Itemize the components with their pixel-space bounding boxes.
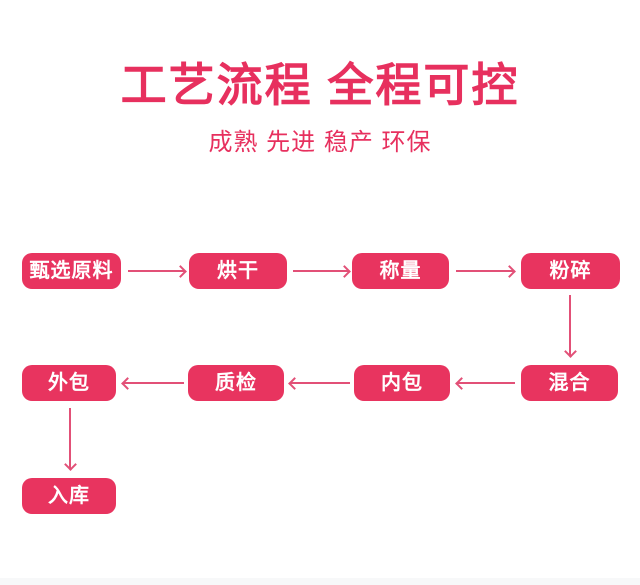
page-title: 工艺流程 全程可控 bbox=[120, 59, 520, 111]
arrow-right-icon bbox=[293, 270, 349, 272]
arrow-left-icon bbox=[457, 382, 515, 384]
arrow-left-icon bbox=[290, 382, 350, 384]
arrow-right-icon bbox=[456, 270, 514, 272]
arrow-down-icon bbox=[69, 408, 71, 469]
arrow-down-icon bbox=[569, 295, 571, 356]
arrow-left-icon bbox=[123, 382, 184, 384]
footer-divider bbox=[0, 578, 640, 585]
flow-node-weighing: 称量 bbox=[352, 253, 449, 289]
flow-node-crushing: 粉碎 bbox=[521, 253, 620, 289]
flow-node-inner-packing: 内包 bbox=[354, 365, 450, 401]
flow-node-mixing: 混合 bbox=[521, 365, 618, 401]
flow-node-warehousing: 入库 bbox=[22, 478, 116, 514]
arrow-right-icon bbox=[128, 270, 185, 272]
flow-node-outer-packing: 外包 bbox=[22, 365, 116, 401]
flow-node-raw-material-selection: 甄选原料 bbox=[22, 253, 121, 289]
flow-node-quality-inspection: 质检 bbox=[188, 365, 284, 401]
page-subtitle: 成熟 先进 稳产 环保 bbox=[208, 129, 432, 156]
flow-node-drying: 烘干 bbox=[189, 253, 287, 289]
